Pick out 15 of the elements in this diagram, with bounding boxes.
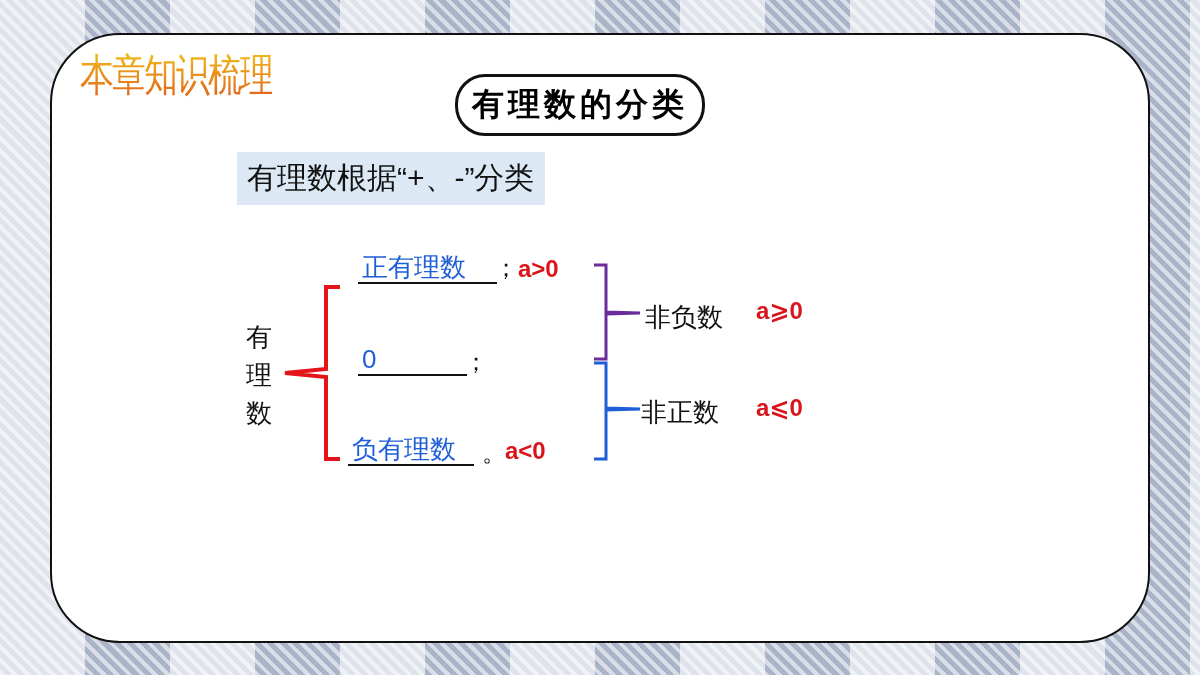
punctuation: 。 bbox=[482, 438, 506, 468]
subtitle-band: 有理数根据“+、-”分类 bbox=[237, 152, 545, 205]
condition-text: a⩾0 bbox=[756, 297, 803, 325]
condition-text: a⩽0 bbox=[756, 394, 803, 422]
category-label: 非正数 bbox=[641, 396, 719, 429]
answer-blank: 正有理数 bbox=[358, 252, 497, 284]
title-pill: 有理数的分类 bbox=[455, 74, 705, 136]
answer-blank: 0 bbox=[358, 344, 467, 376]
category-label: 有理数 bbox=[246, 321, 273, 430]
condition-text: a>0 bbox=[518, 255, 559, 283]
condition-text: a<0 bbox=[505, 437, 546, 465]
punctuation: ； bbox=[464, 347, 488, 377]
category-label: 非负数 bbox=[645, 301, 723, 334]
punctuation: ； bbox=[494, 253, 518, 283]
answer-blank: 负有理数 bbox=[348, 434, 474, 466]
